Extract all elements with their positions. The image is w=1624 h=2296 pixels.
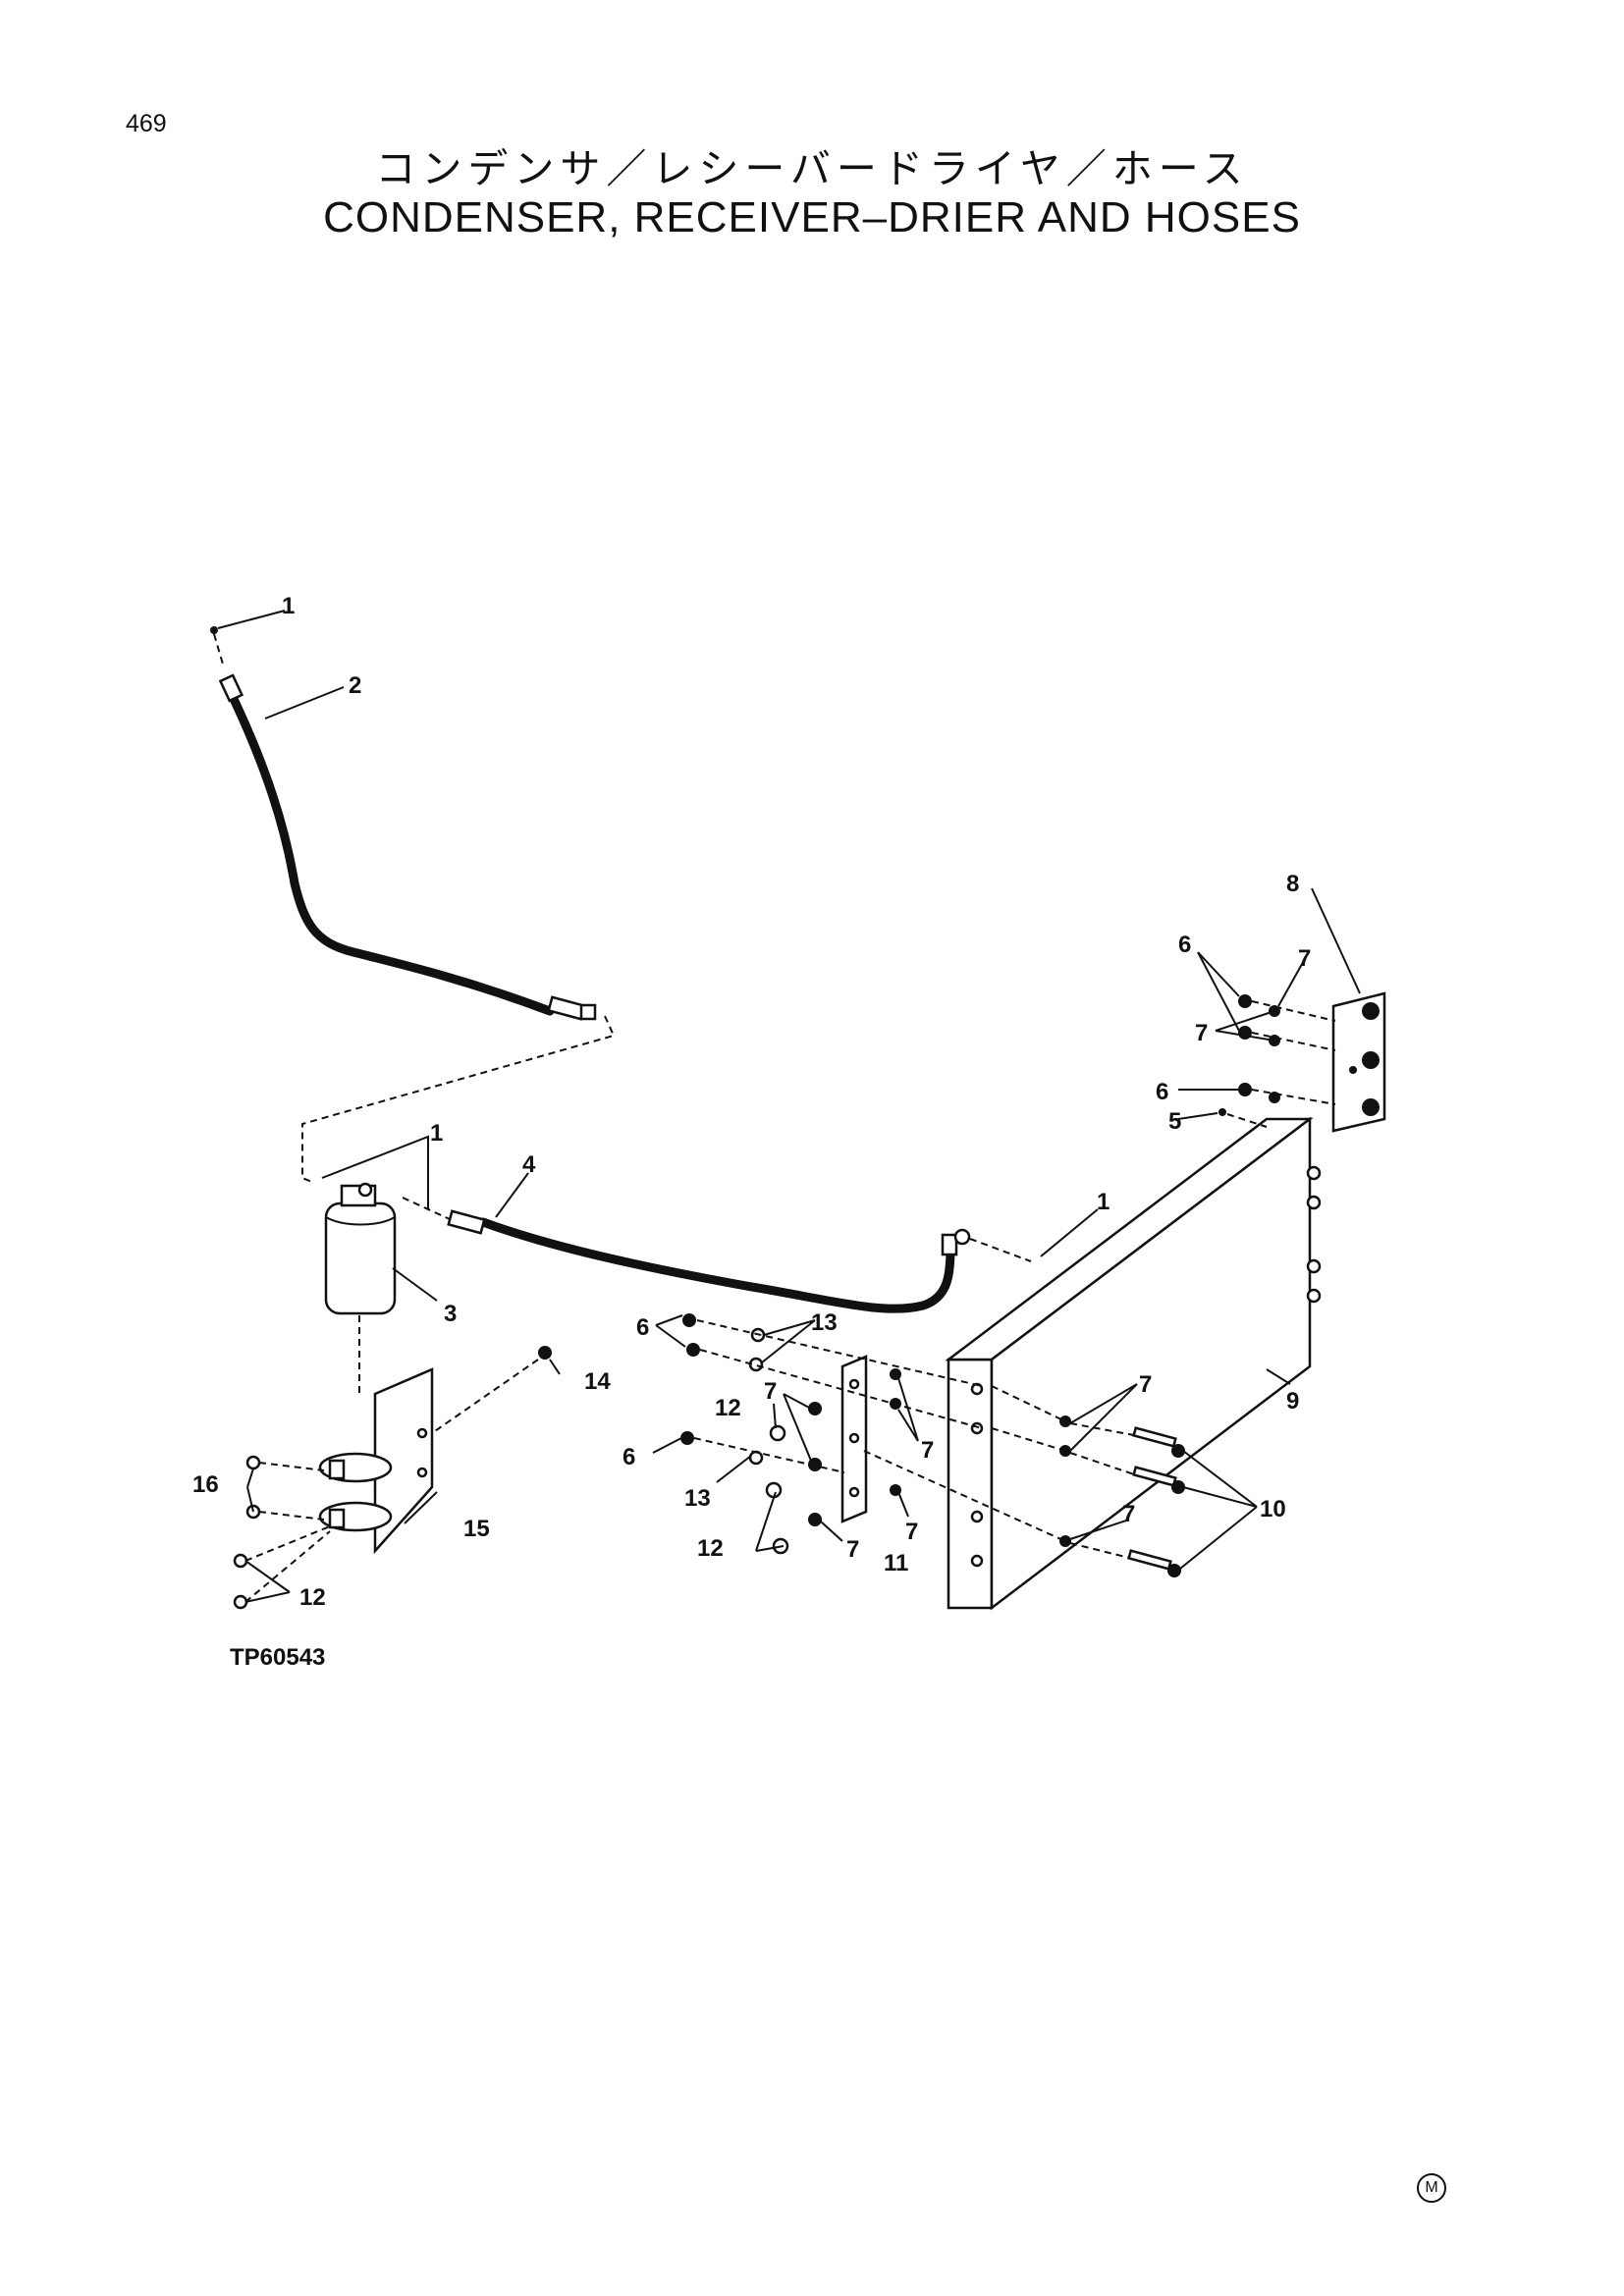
callout-15: 15 <box>463 1516 490 1542</box>
callout-13: 13 <box>811 1309 838 1336</box>
callout-6: 6 <box>623 1444 635 1470</box>
bracket-11 <box>840 1355 868 1523</box>
m-mark: M <box>1417 2173 1446 2203</box>
callout-2: 2 <box>349 672 361 699</box>
callout-12: 12 <box>299 1584 326 1611</box>
leader-lines <box>217 610 1361 1603</box>
callout-12: 12 <box>715 1395 741 1421</box>
callout-7: 7 <box>1298 945 1311 972</box>
clamp-fasteners <box>233 1346 552 1610</box>
callout-7: 7 <box>905 1519 918 1545</box>
mid-fasteners <box>680 1313 1071 1555</box>
callout-7: 7 <box>846 1536 859 1563</box>
callout-6: 6 <box>1156 1079 1168 1105</box>
bolts-10 <box>1069 1422 1185 1577</box>
callout-13: 13 <box>684 1485 711 1512</box>
upper-fasteners <box>1218 994 1336 1128</box>
title-english: CONDENSER, RECEIVER–DRIER AND HOSES <box>323 193 1301 241</box>
callout-9: 9 <box>1286 1388 1299 1415</box>
callout-7: 7 <box>921 1437 934 1464</box>
condenser-9 <box>945 1116 1322 1611</box>
callout-7: 7 <box>764 1378 777 1405</box>
callout-7: 7 <box>1139 1371 1152 1398</box>
hose-2 <box>218 673 597 1021</box>
callout-14: 14 <box>584 1368 611 1395</box>
callout-6: 6 <box>1178 932 1191 958</box>
callouts: 1 2 1 4 3 1 8 6 7 7 6 5 6 13 14 12 7 7 7… <box>192 593 1311 1611</box>
bracket-8 <box>1331 991 1386 1133</box>
hose-4 <box>447 1209 971 1313</box>
page-number: 469 <box>126 110 167 137</box>
callout-1: 1 <box>430 1120 443 1147</box>
callout-11: 11 <box>884 1550 908 1576</box>
receiver-drier-3 <box>324 1182 397 1315</box>
o-ring-1 <box>210 626 218 634</box>
callout-8: 8 <box>1286 871 1299 897</box>
callout-1: 1 <box>1097 1189 1110 1215</box>
clamp-15 <box>318 1367 434 1555</box>
callout-7: 7 <box>1195 1020 1208 1046</box>
callout-12: 12 <box>697 1535 724 1562</box>
callout-6: 6 <box>636 1314 649 1341</box>
figure-code: TP60543 <box>230 1644 326 1671</box>
callout-7: 7 <box>1122 1501 1135 1527</box>
callout-5: 5 <box>1168 1108 1181 1135</box>
callout-3: 3 <box>444 1301 457 1327</box>
callout-1: 1 <box>282 593 295 619</box>
callout-16: 16 <box>192 1471 219 1498</box>
routing-leader <box>301 1015 616 1184</box>
title-japanese: コンデンサ／レシーバードライヤ／ホース <box>375 145 1249 192</box>
callout-10: 10 <box>1260 1496 1286 1522</box>
callout-4: 4 <box>522 1151 536 1178</box>
